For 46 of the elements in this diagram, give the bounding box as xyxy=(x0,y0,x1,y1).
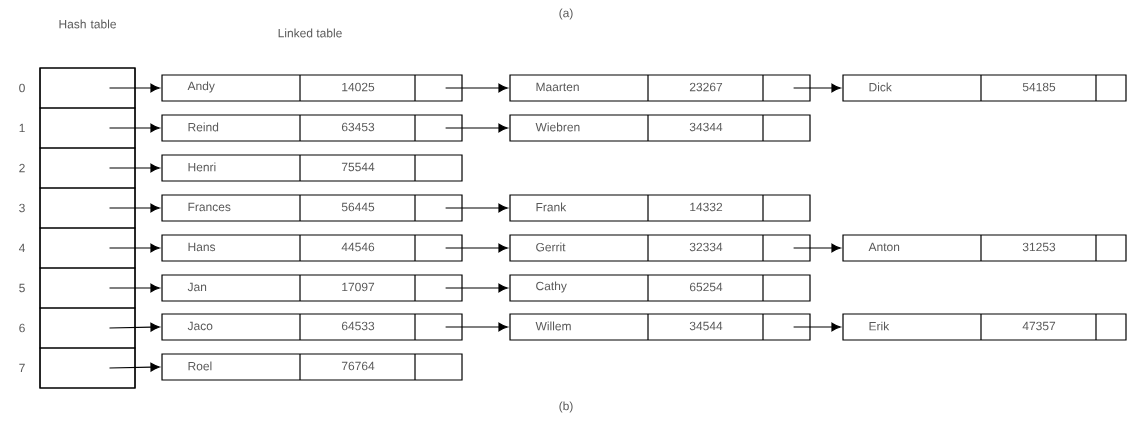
caption-text: (b) xyxy=(559,401,573,413)
caption-text: Linked table xyxy=(278,28,342,38)
record-box: Jan 17097 xyxy=(161,274,463,302)
record-box: Hans 44546 xyxy=(161,234,463,262)
slot-number: 7 xyxy=(19,363,25,373)
arrow xyxy=(445,322,508,332)
arrow xyxy=(108,203,160,213)
record-box: Roel 76764 xyxy=(161,353,463,381)
record-box: Maarten 23267 xyxy=(509,74,811,102)
arrow xyxy=(108,243,160,253)
arrow xyxy=(108,163,160,173)
record-box: Reind 63453 xyxy=(161,114,463,142)
slot-number: 6 xyxy=(19,323,25,333)
record-box: Willem 34544 xyxy=(509,313,811,341)
arrow xyxy=(445,243,508,253)
record-box: Wiebren 34344 xyxy=(509,114,811,142)
arrow xyxy=(108,123,160,133)
record-box: Dick 54185 xyxy=(842,74,1127,102)
slot-number: 1 xyxy=(19,123,25,133)
record-box: Cathy 65254 xyxy=(509,274,811,302)
arrow xyxy=(445,283,508,293)
arrow xyxy=(445,203,508,213)
arrow xyxy=(108,362,160,372)
record-box: Frank 14332 xyxy=(509,194,811,222)
arrow xyxy=(108,322,160,332)
slot-number: 4 xyxy=(18,243,25,253)
node-label: Hash table xyxy=(59,19,116,29)
record-box: Anton 31253 xyxy=(842,234,1127,262)
slot-number: 5 xyxy=(19,283,25,293)
arrow xyxy=(793,243,841,253)
record-box: Henri 75544 xyxy=(161,154,463,182)
arrow xyxy=(793,322,841,332)
caption-text: (a) xyxy=(559,8,573,20)
arrow xyxy=(445,123,508,133)
record-box: Erik 47357 xyxy=(842,313,1127,341)
arrow xyxy=(108,83,160,93)
slot-number: 0 xyxy=(19,83,25,93)
slot-number: 2 xyxy=(19,163,25,173)
record-box: Andy 14025 xyxy=(161,74,463,102)
record-box: Frances 56445 xyxy=(161,194,463,222)
record-box: Gerrit 32334 xyxy=(509,234,811,262)
arrow xyxy=(108,283,160,293)
arrow xyxy=(445,83,508,93)
record-box: Jaco 64533 xyxy=(161,313,463,341)
slot-number: 3 xyxy=(19,203,25,213)
arrow xyxy=(793,83,841,93)
